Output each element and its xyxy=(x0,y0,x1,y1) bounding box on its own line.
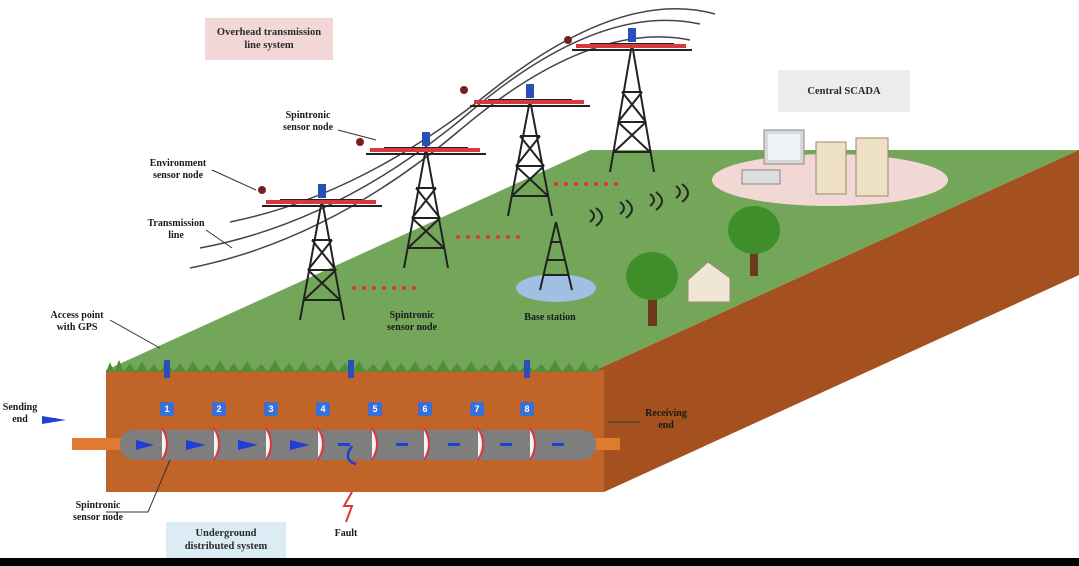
grass-strip xyxy=(106,360,600,372)
tower-1 xyxy=(262,199,382,321)
transmission-towers xyxy=(262,43,692,321)
base-station-label: Base station xyxy=(524,312,576,323)
sending-arrow-shaft xyxy=(42,418,56,421)
tower-3 xyxy=(470,99,590,217)
underground-label: Underground distributed system xyxy=(184,528,268,552)
fault-bolt-icon xyxy=(342,491,354,523)
scada-server-1 xyxy=(815,141,847,195)
fault-arc xyxy=(346,445,357,466)
spintronic-mid-label: Spintronic sensor node xyxy=(386,310,438,333)
overhead-sensor-arrays xyxy=(266,44,686,204)
scada-screen xyxy=(768,134,800,160)
sending-end-label: Sending end xyxy=(2,402,38,425)
central-scada-label: Central SCADA xyxy=(807,85,881,97)
central-scada-box: Central SCADA xyxy=(778,70,910,112)
base-station-tower xyxy=(539,221,573,291)
receiving-end-label: Receiving end xyxy=(645,408,687,431)
overhead-label: Overhead transmission line system xyxy=(216,27,322,51)
node-badge: 7 xyxy=(470,402,484,416)
scada-keyboard xyxy=(741,169,781,185)
tree-crown-right xyxy=(728,206,780,254)
spintronic-bottom-label: Spintronic sensor node xyxy=(72,500,124,523)
environment-label: Environment sensor node xyxy=(149,158,207,181)
access-point-label: Access point with GPS xyxy=(50,310,104,333)
node-badge: 6 xyxy=(418,402,432,416)
node-badge: 4 xyxy=(316,402,330,416)
spintronic-top-label: Spintronic sensor node xyxy=(282,110,334,133)
node-badge: 1 xyxy=(160,402,174,416)
tree-crown-left xyxy=(626,252,678,300)
overhead-label-box: Overhead transmission line system xyxy=(205,18,333,60)
fault-label: Fault xyxy=(334,528,358,539)
tower-sensor-nodes xyxy=(318,28,636,198)
house xyxy=(687,261,731,303)
cable-joints xyxy=(161,427,536,461)
node-badge: 5 xyxy=(368,402,382,416)
tree-trunk-left xyxy=(648,290,657,326)
environment-sensor-dots xyxy=(258,36,572,194)
node-badge: 3 xyxy=(264,402,278,416)
base-station-pad xyxy=(516,274,596,302)
tower-4 xyxy=(572,43,692,173)
cable-left-end xyxy=(72,438,124,450)
ground-sensor-dots xyxy=(352,182,618,290)
tower-2 xyxy=(366,147,486,269)
underground-label-box: Underground distributed system xyxy=(166,522,286,558)
transmission-line-label: Transmission line xyxy=(147,218,205,241)
current-flow-arrows xyxy=(136,440,564,450)
underground-cable xyxy=(120,430,596,460)
leader-lines xyxy=(106,129,640,513)
wireless-signal xyxy=(589,183,689,227)
tree-trunk-right xyxy=(750,242,758,276)
soil-side-face xyxy=(596,150,1079,492)
access-point-antennas xyxy=(164,360,530,378)
node-badge: 8 xyxy=(520,402,534,416)
cable-right-end xyxy=(592,438,620,450)
bottom-bar xyxy=(0,558,1079,566)
scada-server-2 xyxy=(855,137,889,197)
node-badge: 2 xyxy=(212,402,226,416)
transmission-lines xyxy=(189,8,716,269)
